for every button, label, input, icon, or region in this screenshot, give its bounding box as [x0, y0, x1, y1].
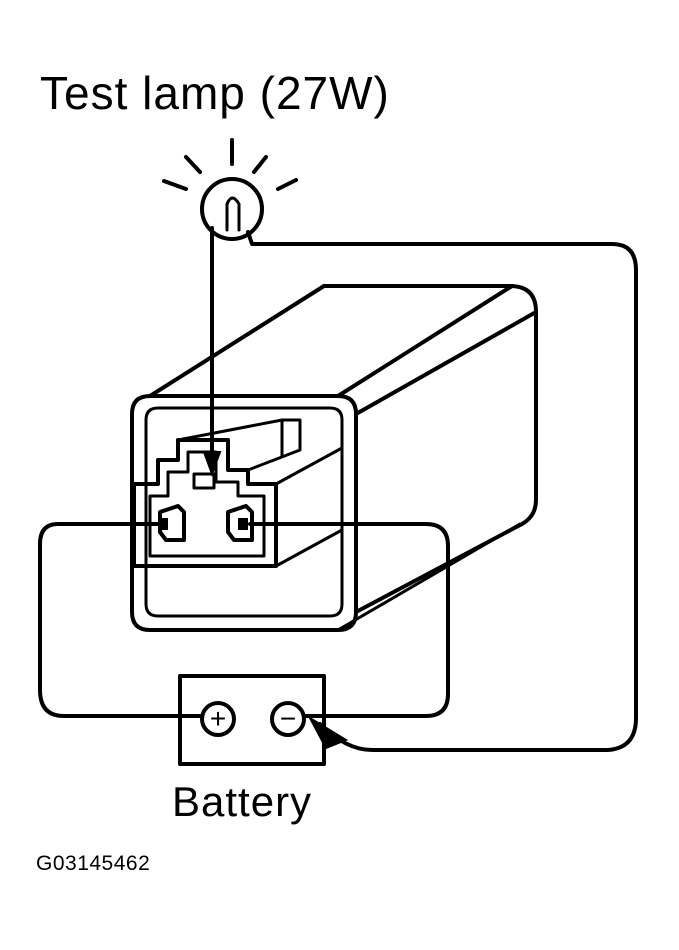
figure-code: G03145462 [36, 852, 151, 875]
positive-terminal-icon: + [210, 703, 226, 734]
battery: + − [178, 674, 326, 766]
wiring [38, 226, 638, 752]
positive-wire [38, 522, 204, 718]
lamp-to-negative-wire [246, 230, 638, 752]
relay-unit [130, 284, 538, 632]
negative-arrow-icon [307, 715, 349, 750]
negative-terminal-icon: − [280, 703, 296, 734]
test-lamp-icon [162, 138, 298, 241]
battery-label: Battery [172, 778, 313, 825]
probe-arrow-icon [202, 451, 222, 477]
test-lamp-label: Test lamp (27W) [40, 67, 390, 119]
negative-wire [248, 522, 450, 718]
connector [132, 418, 344, 568]
